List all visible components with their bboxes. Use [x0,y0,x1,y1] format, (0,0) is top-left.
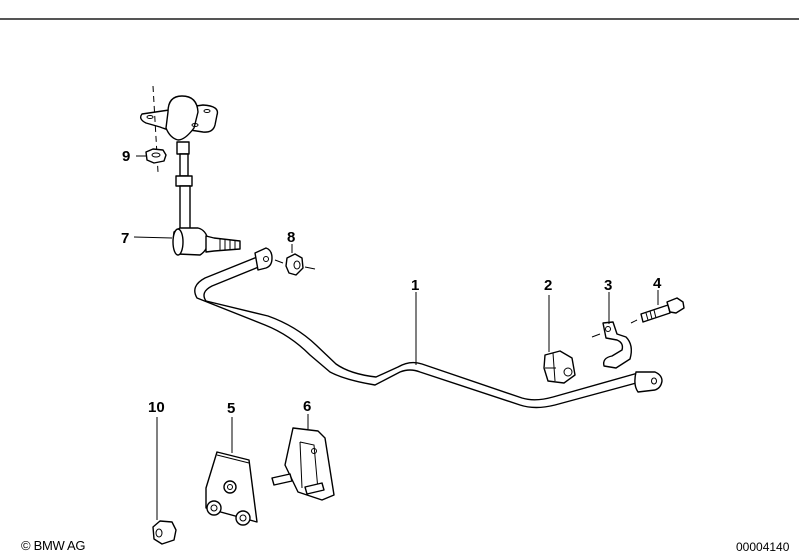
callout-4[interactable]: 4 [653,275,662,292]
callout-6[interactable]: 6 [303,398,311,415]
part-7-stabilizer-link[interactable] [139,95,241,256]
callout-8[interactable]: 8 [287,229,295,246]
callout-7[interactable]: 7 [121,230,129,247]
part-9-hex-nut[interactable] [145,85,167,173]
part-10-hex-nut[interactable] [152,520,177,545]
callout-10[interactable]: 10 [148,399,165,416]
part-3-bracket-clamp[interactable] [591,321,633,369]
part-4-hex-bolt[interactable] [630,297,685,324]
diagram-number: 00004140 [736,540,790,554]
callout-9[interactable]: 9 [122,148,130,165]
part-2-rubber-mounting[interactable] [543,350,576,384]
part-1-stabilizer-bar[interactable] [194,247,663,409]
callout-5[interactable]: 5 [227,400,235,417]
part-8-self-locking-nut[interactable] [274,253,316,276]
top-divider [0,18,799,20]
copyright-label: © BMW AG [21,538,86,553]
part-6-holder-with-studs[interactable] [271,427,335,501]
leader-lines [133,155,659,520]
callout-1[interactable]: 1 [411,277,419,294]
callout-2[interactable]: 2 [544,277,552,294]
callout-3[interactable]: 3 [604,277,612,294]
part-5-reinforcement-plate[interactable] [205,451,258,526]
